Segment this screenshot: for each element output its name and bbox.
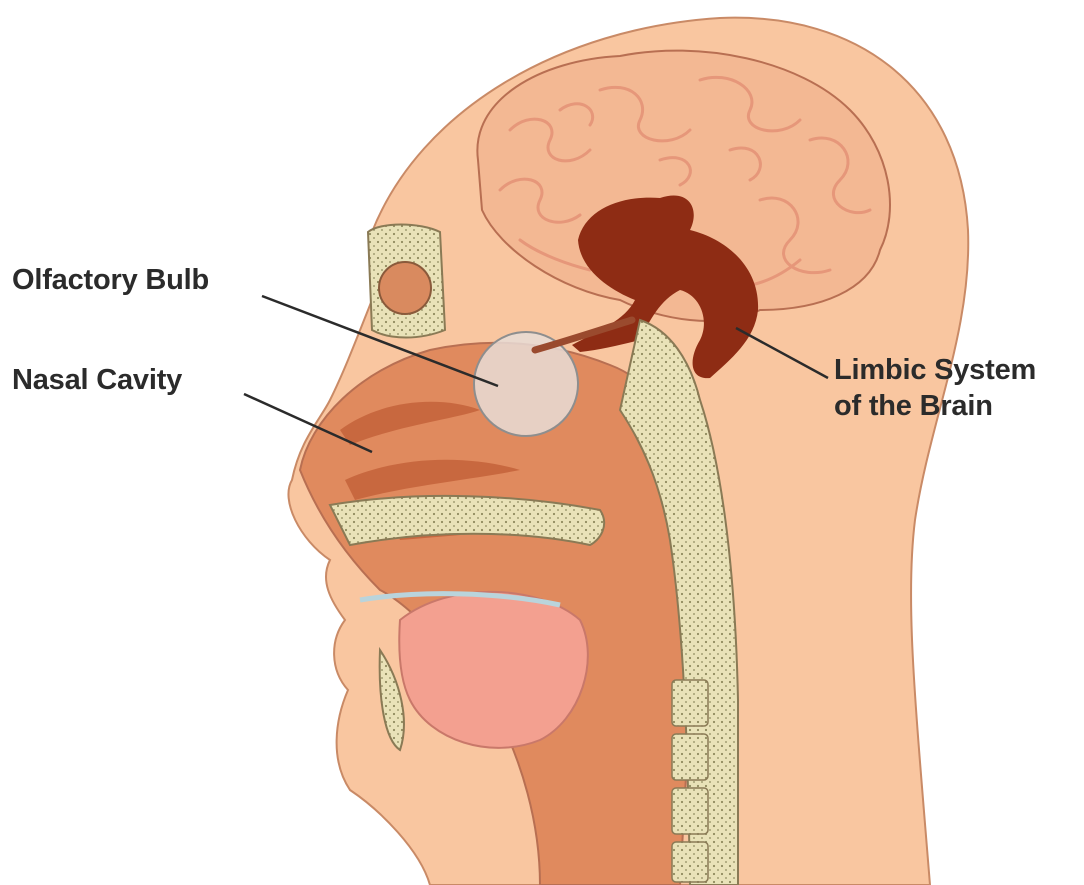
frontal-sinus <box>379 262 431 314</box>
limbic-label-line2: of the Brain <box>834 388 1036 424</box>
nasal-cavity-label: Nasal Cavity <box>12 362 182 398</box>
limbic-label-line1: Limbic System <box>834 352 1036 388</box>
limbic-system-label: Limbic System of the Brain <box>834 352 1036 424</box>
olfactory-bulb-label: Olfactory Bulb <box>12 262 209 298</box>
